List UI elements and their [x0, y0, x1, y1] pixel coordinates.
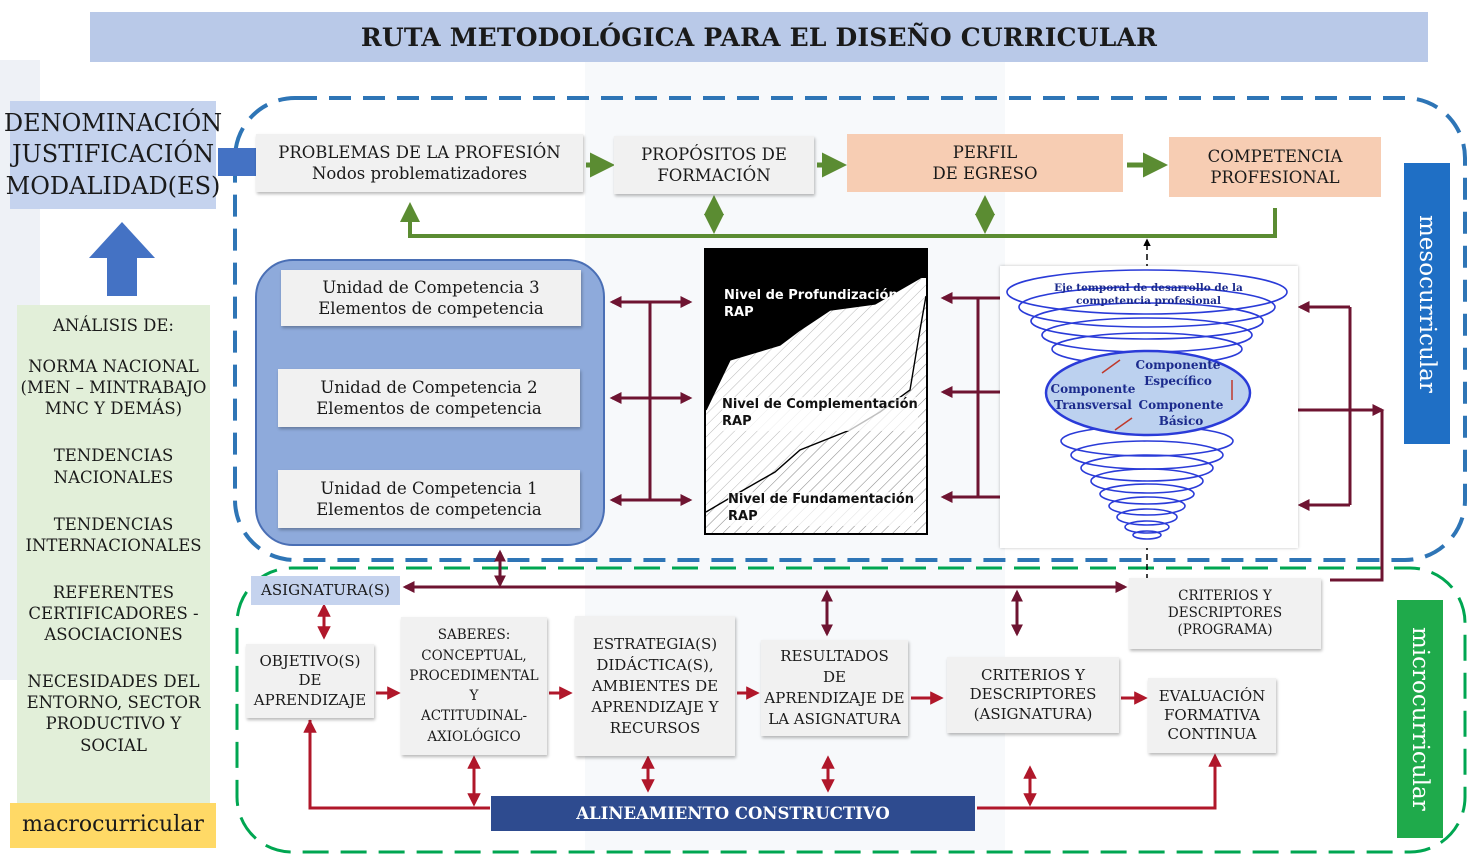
- microcurricular-label: microcurricular: [1397, 600, 1443, 838]
- asignatura-box: ASIGNATURA(S): [251, 576, 400, 605]
- analysis-item-norma: NORMA NACIONAL (MEN – MINTRABAJO MNC Y D…: [20, 357, 207, 419]
- alineamiento-constructivo-bar: ALINEAMIENTO CONSTRUCTIVO: [491, 796, 975, 831]
- saberes-box: SABERES: CONCEPTUAL, PROCEDIMENTAL Y ACT…: [401, 617, 547, 755]
- denominacion-box: DENOMINACIÓN JUSTIFICACIÓN MODALIDAD(ES): [4, 101, 222, 209]
- up-arrow-icon: [89, 222, 155, 296]
- componente-transversal-label: Componente Transversal: [1050, 382, 1136, 413]
- spiral-title: Eje temporal de desarrollo de la compete…: [1054, 282, 1243, 307]
- evaluacion-box: EVALUACIÓN FORMATIVA CONTINUA: [1148, 678, 1276, 753]
- mesocurricular-label: mesocurricular: [1404, 163, 1450, 444]
- propositos-box: PROPÓSITOS DE FORMACIÓN: [614, 136, 814, 194]
- macrocurricular-label: macrocurricular: [10, 803, 216, 848]
- page-title: RUTA METODOLÓGICA PARA EL DISEÑO CURRICU…: [90, 12, 1428, 62]
- resultados-box: RESULTADOS DE APRENDIZAJE DE LA ASIGNATU…: [761, 640, 908, 736]
- analysis-panel: ANÁLISIS DE: NORMA NACIONAL (MEN – MINTR…: [17, 305, 210, 805]
- criterios-asignatura-box: CRITERIOS Y DESCRIPTORES (ASIGNATURA): [947, 657, 1119, 733]
- objetivos-box: OBJETIVO(S) DE APRENDIZAJE: [246, 644, 374, 718]
- criterios-programa-box: CRITERIOS Y DESCRIPTORES (PROGRAMA): [1129, 578, 1321, 649]
- mesocurricular-region: [233, 96, 1467, 562]
- analysis-item-tendencias-internacionales: TENDENCIAS INTERNACIONALES: [25, 514, 202, 555]
- analysis-item-tendencias-nacionales: TENDENCIAS NACIONALES: [53, 446, 174, 487]
- unit-competencia-3: Unidad de Competencia 3 Elementos de com…: [281, 270, 581, 326]
- unit-competencia-2: Unidad de Competencia 2 Elementos de com…: [278, 369, 580, 427]
- level-complementacion: Nivel de Complementación RAP: [722, 397, 918, 431]
- unit-competencia-1: Unidad de Competencia 1 Elementos de com…: [278, 470, 580, 528]
- competencia-profesional-box: COMPETENCIA PROFESIONAL: [1169, 137, 1381, 197]
- componente-especifico-label: Componente Específico: [1135, 358, 1221, 389]
- microcurricular-region: [235, 566, 1467, 854]
- analysis-item-necesidades: NECESIDADES DEL ENTORNO, SECTOR PRODUCTI…: [26, 672, 201, 755]
- level-fundamentacion: Nivel de Fundamentación RAP: [728, 492, 915, 526]
- perfil-egreso-box: PERFIL DE EGRESO: [847, 134, 1123, 192]
- level-profundizacion: Nivel de Profundización RAP: [724, 288, 898, 320]
- problemas-box: PROBLEMAS DE LA PROFESIÓN Nodos problema…: [256, 134, 583, 192]
- analysis-item-referentes: REFERENTES CERTIFICADORES - ASOCIACIONES: [28, 582, 199, 645]
- estrategias-box: ESTRATEGIA(S) DIDÁCTICA(S), AMBIENTES DE…: [575, 616, 735, 756]
- componente-basico-label: Componente Básico: [1138, 398, 1224, 429]
- analysis-heading: ANÁLISIS DE:: [53, 316, 174, 335]
